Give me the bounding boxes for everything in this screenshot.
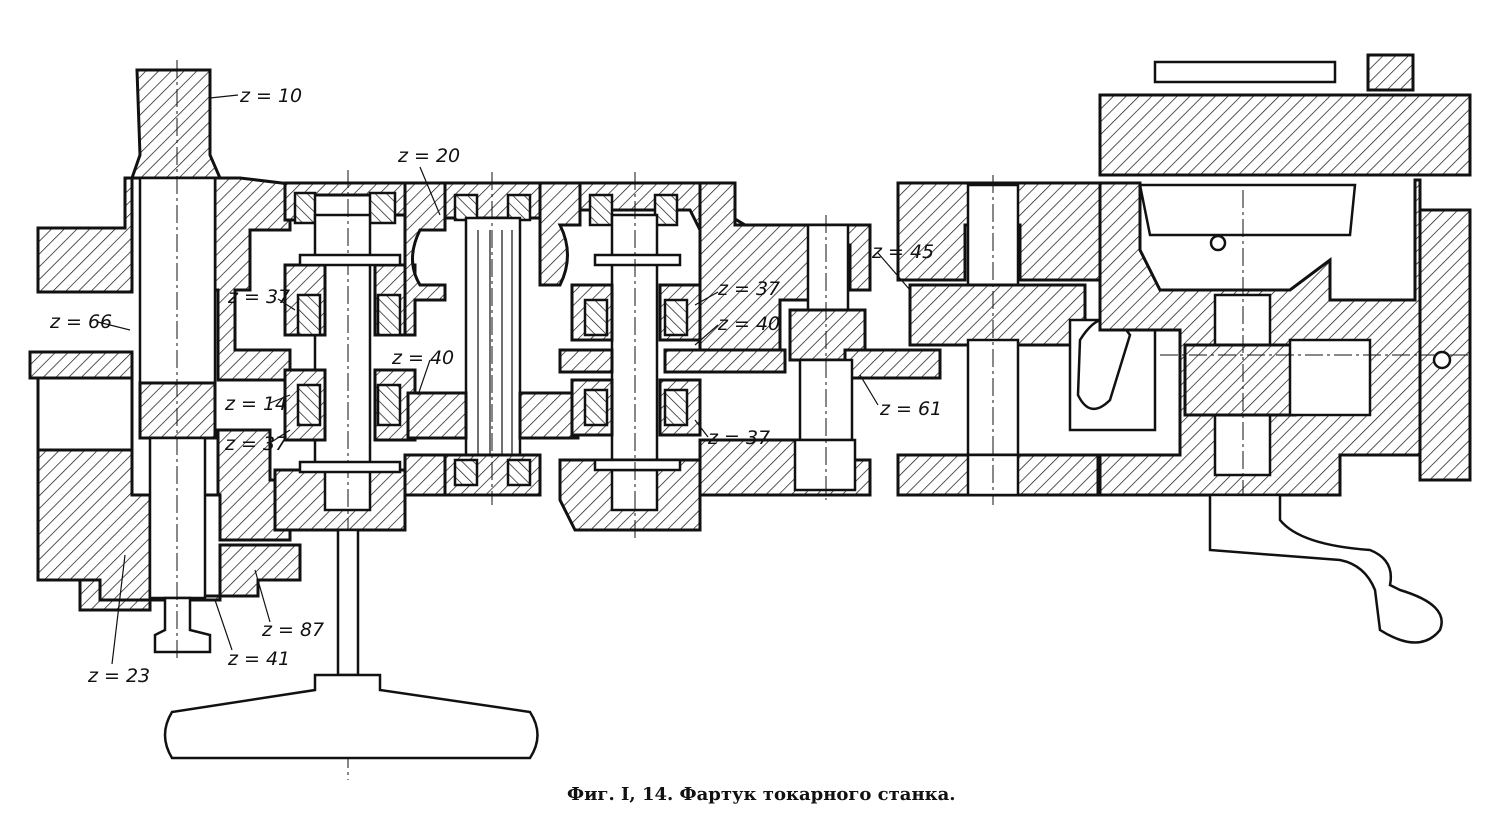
label-z40-right: z = 40 — [717, 313, 780, 335]
label-z45: z = 45 — [871, 241, 934, 263]
label-z37-lower-right: z = 37 — [707, 427, 770, 449]
label-z87: z = 87 — [261, 619, 324, 641]
label-z66: z = 66 — [49, 311, 112, 333]
right-shaft-assembly — [558, 172, 872, 540]
figure-caption: Фиг. I, 14. Фартук токарного станка. — [567, 784, 956, 805]
label-z41: z = 41 — [227, 648, 290, 670]
label-z40-middle: z = 40 — [391, 347, 454, 369]
label-z14: z = 14 — [224, 393, 287, 415]
shaft-z61 — [788, 215, 942, 500]
center-right-housing — [896, 175, 1157, 505]
label-z10: z = 10 — [239, 85, 302, 107]
label-z20: z = 20 — [397, 145, 460, 167]
middle-housing — [403, 172, 582, 505]
label-z37-upper-left: z = 37 — [227, 286, 290, 308]
lead-screw-assembly — [1098, 53, 1472, 644]
label-z61: z = 61 — [879, 398, 942, 420]
label-z37-lower-left: z = 37 — [224, 433, 287, 455]
leader-lines — [97, 94, 911, 665]
handwheel — [163, 528, 539, 760]
label-z37-upper-right: z = 37 — [717, 278, 780, 300]
vertical-shaft-z10 — [129, 60, 223, 660]
label-z23: z = 23 — [87, 665, 150, 687]
left-housing — [28, 176, 302, 612]
